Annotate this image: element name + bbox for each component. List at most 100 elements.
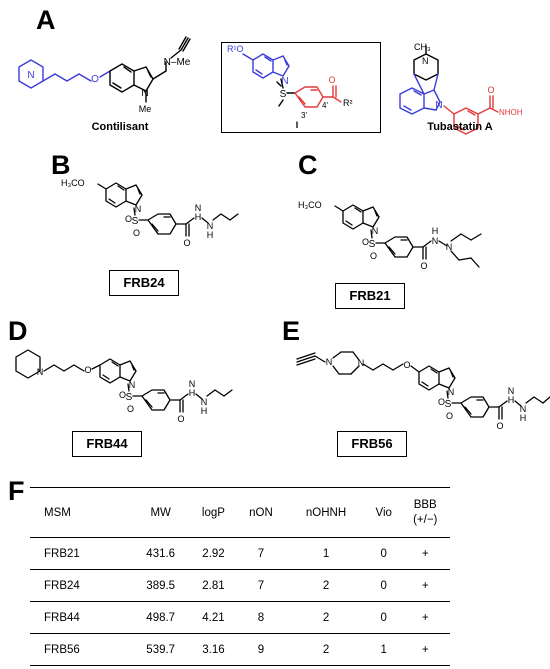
cell-logp: 3.16: [202, 643, 225, 656]
properties-table: MSM MW logP nON nOHNH Vio BBB (+/−) FRB2…: [30, 487, 450, 666]
cell-msm: FRB21: [44, 547, 80, 560]
svg-text:O: O: [403, 360, 410, 370]
cell-non: 7: [257, 579, 265, 592]
svg-text:O: O: [446, 411, 453, 421]
svg-text:S: S: [445, 399, 452, 410]
svg-text:N: N: [520, 404, 527, 414]
cell-vio: 1: [380, 643, 387, 656]
svg-text:N: N: [207, 221, 214, 231]
svg-text:O: O: [487, 85, 494, 95]
svg-text:R¹O: R¹O: [227, 44, 244, 54]
contilisant-label: Contilisant: [91, 121, 149, 133]
svg-text:H₃CO: H₃CO: [61, 178, 85, 188]
svg-text:N: N: [326, 357, 333, 367]
panel-label-c: C: [298, 150, 318, 180]
svg-text:3': 3': [301, 111, 307, 120]
svg-text:Me: Me: [139, 104, 152, 114]
svg-text:O: O: [362, 237, 369, 247]
tubastatin-a-label: Tubastatin A: [427, 121, 493, 133]
svg-text:N: N: [195, 203, 202, 213]
cell-mw: 539.7: [146, 643, 176, 656]
svg-text:O: O: [125, 214, 132, 224]
svg-text:H: H: [195, 212, 202, 222]
col-header-nohnh: nOHNH: [305, 506, 347, 519]
svg-text:N: N: [201, 397, 208, 407]
cell-mw: 498.7: [146, 611, 176, 624]
svg-text:N: N: [281, 76, 288, 87]
panel-label-b: B: [51, 150, 71, 180]
svg-text:S: S: [280, 89, 287, 100]
panel-label-d: D: [8, 316, 28, 346]
cell-msm: FRB44: [44, 611, 80, 624]
frb24-structure: H₃CO N S O O O H N N H: [61, 178, 239, 248]
svg-text:H: H: [520, 413, 527, 423]
cell-logp: 2.81: [202, 579, 225, 592]
svg-text:O: O: [370, 251, 377, 261]
cell-bbb: +: [421, 643, 429, 656]
panel-label-e: E: [282, 316, 301, 346]
bbb-header-subtitle: (+/−): [413, 513, 438, 526]
col-header-non: nON: [249, 506, 273, 519]
svg-text:O: O: [91, 74, 99, 85]
frb24-label: FRB24: [109, 270, 179, 296]
frb44-label: FRB44: [72, 431, 142, 457]
svg-text:CH₃: CH₃: [414, 42, 431, 52]
col-header-msm: MSM: [44, 506, 71, 519]
cell-bbb: +: [421, 547, 429, 560]
svg-text:H: H: [508, 395, 515, 405]
svg-text:S: S: [126, 392, 133, 403]
cell-logp: 4.21: [202, 611, 225, 624]
cell-bbb: +: [421, 611, 429, 624]
svg-text:O: O: [133, 228, 140, 238]
svg-text:NHOH: NHOH: [499, 108, 523, 117]
tubastatin-a-structure: CH₃ N N O NHOH: [399, 42, 523, 135]
svg-text:N: N: [358, 358, 365, 368]
cell-vio: 0: [380, 611, 387, 624]
cell-nohnh: 2: [322, 579, 330, 592]
svg-text:H: H: [207, 230, 214, 240]
frb44-structure: N O N S O O O H N N H: [15, 349, 233, 424]
svg-text:H: H: [189, 388, 196, 398]
svg-text:H: H: [432, 226, 439, 236]
frb21-label: FRB21: [335, 283, 405, 309]
contilisant-structure: N O N Me N–Me: [18, 36, 191, 114]
svg-text:S: S: [369, 239, 376, 250]
frb21-structure: H₃CO N S O O O H N N: [298, 200, 482, 271]
svg-text:4': 4': [322, 101, 328, 110]
compound-i-structure: R¹O N S O R² 3' 4' I: [227, 44, 353, 130]
compound-i-box: [221, 42, 381, 133]
svg-text:O: O: [328, 75, 335, 85]
panel-label-a: A: [36, 5, 56, 35]
svg-text:O: O: [84, 365, 91, 375]
svg-text:N: N: [435, 100, 442, 111]
cell-non: 7: [257, 547, 265, 560]
col-header-vio: Vio: [375, 506, 392, 519]
svg-text:O: O: [438, 397, 445, 407]
table-row: FRB21 431.6 2.92 7 1 0 +: [30, 538, 450, 570]
svg-text:N: N: [135, 204, 142, 214]
cell-vio: 0: [380, 579, 387, 592]
svg-text:N: N: [432, 236, 439, 246]
cell-non: 9: [257, 643, 265, 656]
cell-bbb: +: [421, 579, 429, 592]
svg-text:H: H: [201, 406, 208, 416]
svg-text:N: N: [27, 70, 34, 81]
svg-text:N: N: [189, 379, 196, 389]
svg-text:O: O: [420, 261, 427, 271]
svg-text:I: I: [296, 120, 299, 130]
svg-text:O: O: [177, 414, 184, 424]
cell-mw: 431.6: [146, 547, 176, 560]
svg-text:S: S: [132, 216, 139, 227]
cell-mw: 389.5: [146, 579, 176, 592]
table-row: FRB24 389.5 2.81 7 2 0 +: [30, 570, 450, 602]
cell-logp: 2.92: [202, 547, 225, 560]
cell-msm: FRB56: [44, 643, 80, 656]
cell-nohnh: 2: [322, 643, 330, 656]
svg-text:O: O: [119, 390, 126, 400]
cell-msm: FRB24: [44, 579, 80, 592]
svg-text:H₃CO: H₃CO: [298, 200, 322, 210]
col-header-bbb: BBB (+/−): [400, 488, 450, 538]
svg-text:N–Me: N–Me: [164, 57, 191, 68]
svg-text:N: N: [129, 380, 136, 390]
bbb-header-title: BBB: [413, 498, 437, 511]
